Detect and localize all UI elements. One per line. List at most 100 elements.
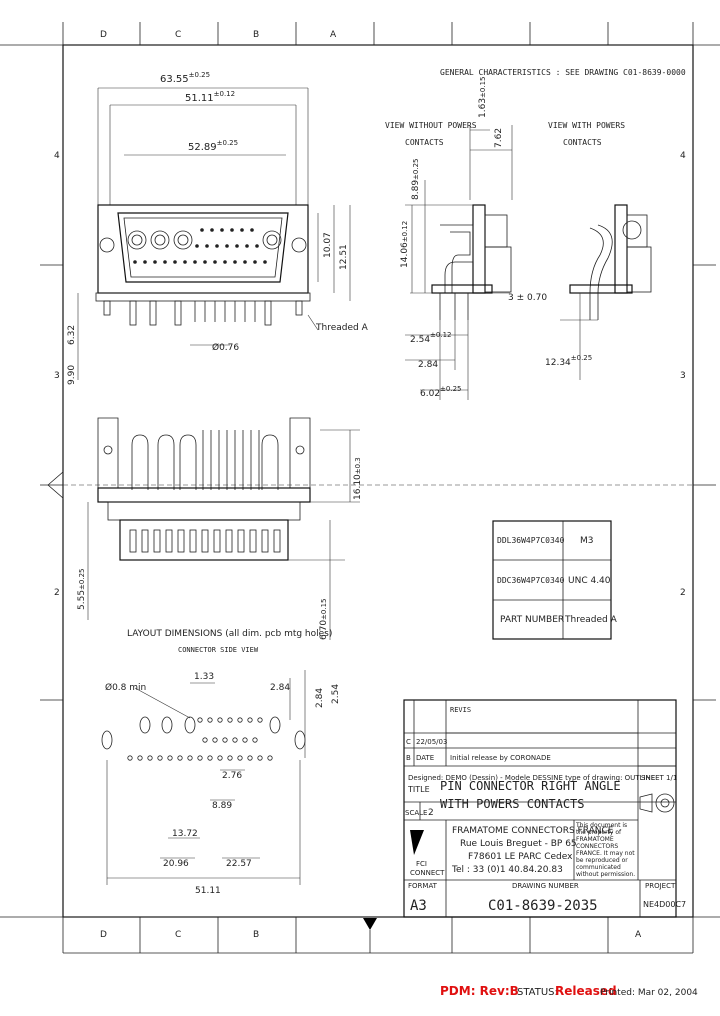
company-phone: Tel : 33 (0)1 40.84.20.83 xyxy=(451,865,563,875)
top-view xyxy=(63,417,693,640)
title-line-1: PIN CONNECTOR RIGHT ANGLE xyxy=(440,779,621,793)
project-label: PROJECT xyxy=(645,882,676,890)
border-left-4: 4 xyxy=(54,151,60,161)
dim-top-view-right: 6.70±0.15 xyxy=(319,599,329,641)
border-top-b: B xyxy=(253,30,259,40)
border-bottom-a: A xyxy=(635,930,642,940)
layout-dim-e: 2.76 xyxy=(222,771,242,781)
layout-hole-dia: Ø0.8 min xyxy=(105,682,146,693)
logo-text-1: FCI xyxy=(416,860,427,868)
dim-pitch-c: 6.02±0.25 xyxy=(420,385,462,399)
drawn-line: Designed: DEMO (Dessin) - Modele DESSINE… xyxy=(408,774,655,782)
dim-top-a: 1.63±0.15 xyxy=(478,77,488,119)
drawing-number-label: DRAWING NUMBER xyxy=(512,882,579,890)
dim-vertical-a: 8.89±0.25 xyxy=(411,159,421,201)
dim-overall-width: 63.55±0.25 xyxy=(160,71,210,85)
general-characteristics-note: GENERAL CHARACTERISTICS : SEE DRAWING C0… xyxy=(440,68,686,77)
without-powers-title-1: VIEW WITHOUT POWERS xyxy=(385,121,477,130)
dim-with-powers: 12.34±0.25 xyxy=(545,354,592,368)
parts-row-1-threaded: M3 xyxy=(580,536,594,546)
status-label: STATUS: xyxy=(517,987,558,998)
dim-top-view-left: 5.55±0.25 xyxy=(77,569,87,611)
status-value: Released xyxy=(555,984,617,998)
fci-logo-icon xyxy=(410,830,424,855)
copyright-note-box: This document is the property of FRAMATO… xyxy=(576,822,636,878)
parts-row-2-threaded: UNC 4.40 xyxy=(568,576,611,586)
with-powers-title-1: VIEW WITH POWERS xyxy=(548,121,625,130)
rev-row-1-date: 22/05/03 xyxy=(416,738,447,746)
front-view xyxy=(77,87,351,380)
dim-height-a: 10.07 xyxy=(323,232,333,258)
dim-bottom-b: 9.90 xyxy=(67,365,77,385)
without-powers-title-2: CONTACTS xyxy=(405,138,444,147)
title-label: TITLE xyxy=(407,785,430,794)
company-addr-1: Rue Louis Breguet - BP 65 xyxy=(460,839,577,849)
dim-top-b: 7.62 xyxy=(494,128,504,148)
company-addr-2: F78601 LE PARC Cedex xyxy=(468,852,573,862)
project-value: NE4D00C7 xyxy=(643,900,686,909)
dim-pin-gap: 3 ± 0.70 xyxy=(508,293,547,303)
layout-dim-c: 1.33 xyxy=(194,672,214,682)
border-top-a: A xyxy=(330,30,337,40)
layout-dim-g: 13.72 xyxy=(172,829,198,839)
border-top-c: C xyxy=(175,30,181,40)
border-right-4: 4 xyxy=(680,151,686,161)
dim-bottom-a: 6.32 xyxy=(67,325,77,345)
printed-date: Printed: Mar 02, 2004 xyxy=(600,988,698,998)
parts-header-part: PART NUMBER xyxy=(500,615,564,625)
rev-row-2-letter: B xyxy=(406,754,411,762)
dim-height-b: 12.51 xyxy=(339,244,349,270)
border-right-2: 2 xyxy=(680,588,686,598)
scale-label: SCALE xyxy=(405,809,427,817)
title-line-2: WITH POWERS CONTACTS xyxy=(440,797,585,811)
parts-row-1-part: DDL36W4P7C0340 xyxy=(497,536,565,545)
parts-row-2-part: DDC36W4P7C0340 xyxy=(497,576,565,585)
copyright-note: This document is the property of FRAMATO… xyxy=(576,822,636,878)
border-left-3: 3 xyxy=(54,371,60,381)
dim-width-2: 51.11±0.12 xyxy=(185,90,235,104)
with-powers-title-2: CONTACTS xyxy=(563,138,602,147)
layout-dim-b: 2.54 xyxy=(331,684,341,704)
layout-dim-d: 2.84 xyxy=(270,683,290,693)
company-name: FRAMATOME CONNECTORS FRANCE xyxy=(452,826,614,836)
border-left-2: 2 xyxy=(54,588,60,598)
dim-vertical-b: 14.06±0.12 xyxy=(400,221,410,268)
layout-dim-a: 2.84 xyxy=(315,688,325,708)
border-bottom-c: C xyxy=(175,930,181,940)
pcb-layout xyxy=(101,670,306,885)
pdm-revision: PDM: Rev:B xyxy=(440,984,519,998)
rev-row-2-date: DATE xyxy=(416,754,434,762)
title-block-frame xyxy=(403,699,677,918)
threaded-label: Threaded A xyxy=(315,323,369,333)
dim-width-3: 52.89±0.25 xyxy=(188,139,238,153)
sheet-number: SHEET 1/1 xyxy=(641,774,677,782)
layout-dim-f: 8.89 xyxy=(212,801,232,811)
format-value: A3 xyxy=(410,898,427,914)
layout-title: LAYOUT DIMENSIONS (all dim. pcb mtg hole… xyxy=(127,629,332,639)
dim-pitch-b: 2.84 xyxy=(418,360,438,370)
dim-pin-dia: Ø0.76 xyxy=(212,342,239,353)
drawing-number: C01-8639-2035 xyxy=(488,898,598,914)
layout-subtitle: CONNECTOR SIDE VIEW xyxy=(178,646,259,654)
parts-header-threaded: Threaded A xyxy=(564,615,618,625)
border-top-d: D xyxy=(100,30,107,40)
border-bottom-b: B xyxy=(253,930,259,940)
dim-top-view-height: 16.10±0.3 xyxy=(353,457,363,500)
rev-header: REVIS xyxy=(450,706,471,714)
rev-row-2-desc: Initial release by CORONADE xyxy=(450,754,551,762)
logo-text-2: CONNECT xyxy=(410,869,445,877)
side-view-with-powers xyxy=(560,204,652,380)
dim-pitch-a: 2.54±0.12 xyxy=(410,331,452,345)
border-right-3: 3 xyxy=(680,371,686,381)
parts-table xyxy=(492,520,612,640)
rev-row-1-letter: C xyxy=(406,738,411,746)
layout-dim-i: 22.57 xyxy=(226,859,252,869)
scale-value: 2 xyxy=(428,808,434,818)
side-view-without-powers xyxy=(405,125,513,400)
layout-dim-j: 51.11 xyxy=(195,886,221,896)
border-bottom-d: D xyxy=(100,930,107,940)
layout-dim-h: 20.96 xyxy=(163,859,189,869)
format-label: FORMAT xyxy=(408,882,438,890)
